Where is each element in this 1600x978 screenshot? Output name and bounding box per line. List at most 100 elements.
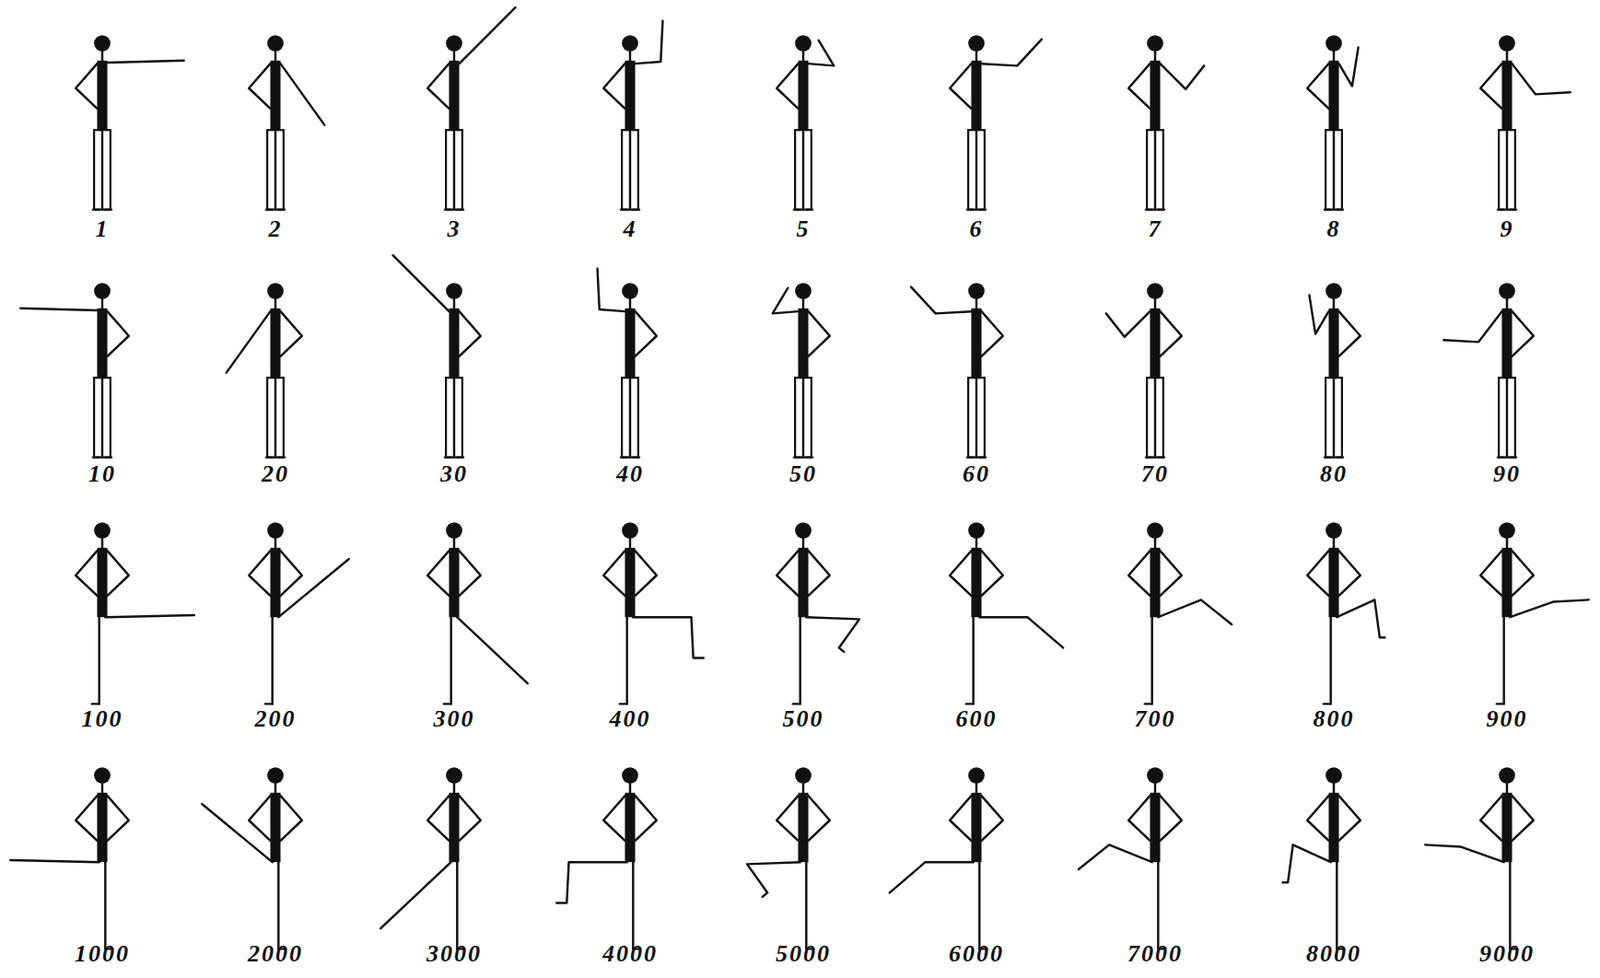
arm-akimbo [808, 550, 830, 596]
numeral-label: 9 [1500, 217, 1515, 242]
legs [445, 129, 463, 210]
neck [274, 297, 277, 310]
arm-sign [226, 311, 271, 373]
numeral-label: 80 [1319, 462, 1348, 487]
arm-akimbo [75, 550, 97, 596]
neck [1332, 49, 1335, 62]
body [797, 308, 808, 378]
foot [967, 455, 974, 458]
leg-sign [556, 862, 627, 903]
stick-figure [201, 767, 303, 949]
stick-figure [747, 767, 830, 949]
foot [794, 208, 801, 211]
foot [1324, 455, 1332, 458]
neck [453, 297, 456, 310]
leg-standing [631, 862, 634, 949]
legs [1498, 377, 1516, 457]
leg-sign [456, 617, 527, 684]
arm-sign [107, 60, 185, 63]
arm-sign [393, 255, 450, 312]
arm-akimbo [1480, 63, 1502, 109]
neck [975, 537, 978, 549]
arm-akimbo [776, 795, 798, 841]
foot [93, 208, 100, 211]
foot [1497, 455, 1505, 458]
arm-akimbo [949, 550, 971, 596]
leg-standing [625, 617, 628, 704]
leg-sign [805, 617, 860, 653]
leg-sign [10, 860, 99, 863]
arm-akimbo [1512, 795, 1534, 841]
leg-sign [1509, 599, 1589, 618]
leg-divider [629, 377, 631, 457]
legs [267, 129, 284, 210]
stick-figure [776, 35, 834, 210]
numeral-label: 4 [623, 217, 638, 242]
stick-figure [1307, 522, 1385, 704]
body [624, 548, 635, 618]
foot [966, 702, 974, 705]
stick-figure [75, 522, 195, 704]
numeral-label: 1000 [74, 942, 130, 967]
arm-sign [597, 268, 626, 313]
arm-akimbo [1480, 795, 1502, 841]
leg-standing [1335, 862, 1338, 949]
neck [1154, 297, 1157, 310]
neck [802, 297, 805, 310]
body [448, 60, 459, 130]
neck [629, 297, 631, 310]
arm-akimbo [248, 63, 270, 109]
neck [1506, 782, 1508, 795]
leg-standing [971, 617, 974, 704]
body [1501, 60, 1512, 130]
body [1501, 793, 1512, 863]
numeral-label: 60 [962, 462, 991, 487]
foot [266, 208, 273, 211]
body [797, 60, 808, 130]
arm-akimbo [603, 550, 625, 596]
arm-akimbo [1128, 63, 1150, 109]
legs [1325, 129, 1343, 210]
stick-figure [226, 282, 303, 457]
arm-sign [459, 7, 516, 64]
foot [1144, 702, 1153, 705]
numeral-label: 2 [268, 217, 283, 242]
arm-akimbo [1307, 550, 1329, 596]
body [970, 60, 982, 130]
foot [456, 208, 464, 211]
neck [274, 537, 277, 549]
numeral-label: 6000 [948, 942, 1005, 967]
arm-sign [1160, 63, 1205, 90]
arm-akimbo [427, 63, 449, 109]
neck [1154, 782, 1157, 795]
arm-akimbo [981, 550, 1004, 596]
arm-akimbo [1339, 550, 1361, 596]
stick-figure [949, 522, 1063, 704]
body [1149, 60, 1160, 130]
neck [1154, 537, 1157, 549]
body [970, 793, 982, 863]
neck [1332, 782, 1335, 795]
leg-standing [805, 862, 807, 949]
leg-divider [802, 377, 805, 457]
arm-akimbo [280, 550, 303, 596]
leg-divider [1506, 377, 1508, 457]
neck [274, 49, 277, 62]
leg-standing [455, 862, 458, 949]
numeral-label: 2000 [247, 942, 304, 967]
stick-figure [776, 522, 860, 704]
numeral-label: 50 [789, 462, 818, 487]
arm-akimbo [981, 795, 1004, 841]
foot [1323, 702, 1332, 705]
legs [1325, 377, 1343, 457]
body [96, 60, 107, 130]
numeral-label: 200 [255, 707, 297, 732]
leg-standing [449, 617, 452, 704]
foot [105, 208, 112, 211]
foot [278, 455, 285, 458]
arm-akimbo [280, 795, 303, 841]
body [970, 308, 982, 378]
arm-akimbo [427, 550, 449, 596]
leg-sign [278, 559, 349, 618]
